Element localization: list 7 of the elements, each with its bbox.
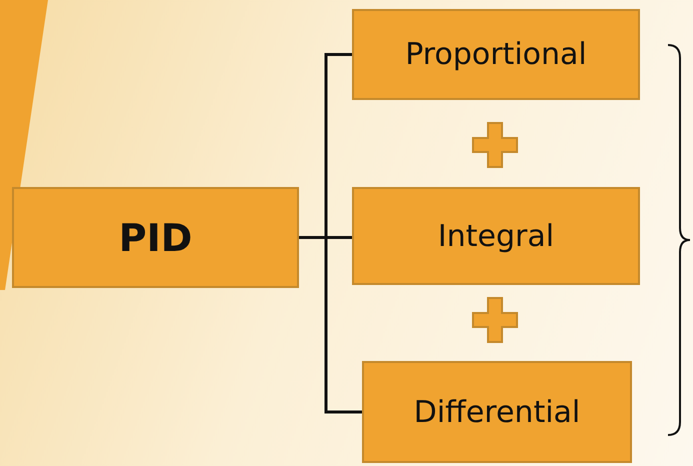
box-label: PID	[118, 216, 192, 260]
box-label: Integral	[438, 218, 554, 254]
process-box	[352, 187, 640, 285]
process-box	[352, 9, 640, 100]
process-box	[362, 361, 632, 463]
box-label: Proportional	[405, 37, 587, 72]
box-label: Differential	[414, 394, 580, 430]
